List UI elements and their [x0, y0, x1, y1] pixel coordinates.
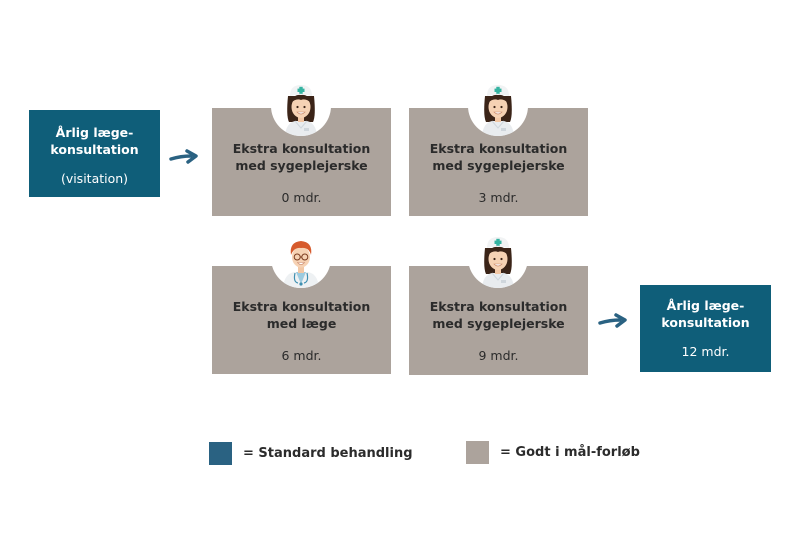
step-title-line2: med sygeplejerske: [235, 158, 368, 173]
legend-label-godt-i-maal: = Godt i mål-forløb: [500, 445, 640, 460]
arrow-icon: [598, 313, 627, 328]
arrow-icon: [169, 149, 198, 164]
doctor-icon: [271, 228, 331, 288]
step-title-line2: med sygeplejerske: [432, 158, 565, 173]
step-title-line1: Ekstra konsultation: [232, 299, 371, 314]
step-title-line1: Ekstra konsultation: [232, 141, 371, 156]
step-time-label: 6 mdr.: [281, 348, 322, 363]
end-box-title-line1: Årlig læge-: [666, 298, 745, 313]
step-box-3-months: Ekstra konsultation med sygeplejerske 3 …: [409, 108, 588, 216]
start-box-annual-consultation: Årlig læge- konsultation (visitation): [29, 110, 160, 197]
legend-label-standard: = Standard behandling: [243, 446, 413, 461]
step-box-6-months: Ekstra konsultation med læge 6 mdr.: [212, 266, 391, 374]
legend-swatch-godt-i-maal: [466, 441, 489, 464]
start-box-subtitle: (visitation): [60, 171, 129, 186]
step-time-label: 9 mdr.: [478, 348, 519, 363]
nurse-icon: [468, 76, 528, 136]
nurse-icon: [468, 228, 528, 288]
legend-swatch-standard: [209, 442, 232, 465]
start-box-title-line2: konsultation: [50, 142, 139, 157]
end-box-annual-consultation: Årlig læge- konsultation 12 mdr.: [640, 285, 771, 372]
step-title-line2: med læge: [266, 316, 337, 331]
step-time-label: 0 mdr.: [281, 190, 322, 205]
step-title-line1: Ekstra konsultation: [429, 141, 568, 156]
end-box-time-label: 12 mdr.: [681, 344, 730, 359]
nurse-icon: [271, 76, 331, 136]
end-box-title-line2: konsultation: [661, 315, 750, 330]
step-title-line2: med sygeplejerske: [432, 316, 565, 331]
step-title-line1: Ekstra konsultation: [429, 299, 568, 314]
step-time-label: 3 mdr.: [478, 190, 519, 205]
start-box-title-line1: Årlig læge-: [55, 125, 134, 140]
